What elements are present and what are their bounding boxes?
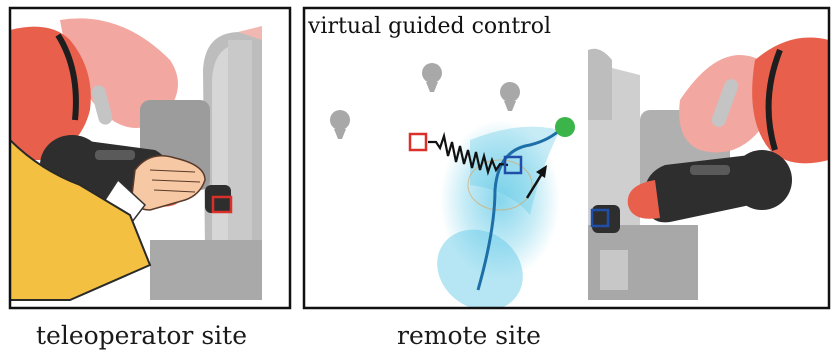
guidance-cloud	[437, 120, 560, 308]
virtual-obstacles	[330, 63, 520, 139]
blue-marker-robot	[590, 205, 620, 233]
remote-site-caption: remote site	[397, 321, 541, 350]
teleoperator-frame	[8, 6, 292, 310]
teleoperator-panel	[10, 18, 262, 301]
tolerance-ellipse	[467, 159, 533, 211]
remote-panel	[330, 37, 829, 308]
guided-path	[476, 126, 564, 291]
red-marker-virtual	[408, 132, 428, 152]
teleoperator-site-caption: teleoperator site	[36, 321, 247, 350]
target-point	[555, 117, 575, 137]
blue-marker-virtual	[503, 155, 523, 175]
remote-frame	[302, 6, 831, 310]
direction-arrow	[525, 165, 547, 199]
remote-arm-red	[752, 37, 829, 164]
red-marker-left	[205, 185, 233, 214]
operator-sleeve	[10, 138, 152, 301]
virtual-guided-control-label: virtual guided control	[308, 14, 551, 39]
remote-tool	[627, 150, 792, 223]
remote-robot-base	[588, 48, 730, 300]
virtual-spring	[428, 131, 509, 176]
